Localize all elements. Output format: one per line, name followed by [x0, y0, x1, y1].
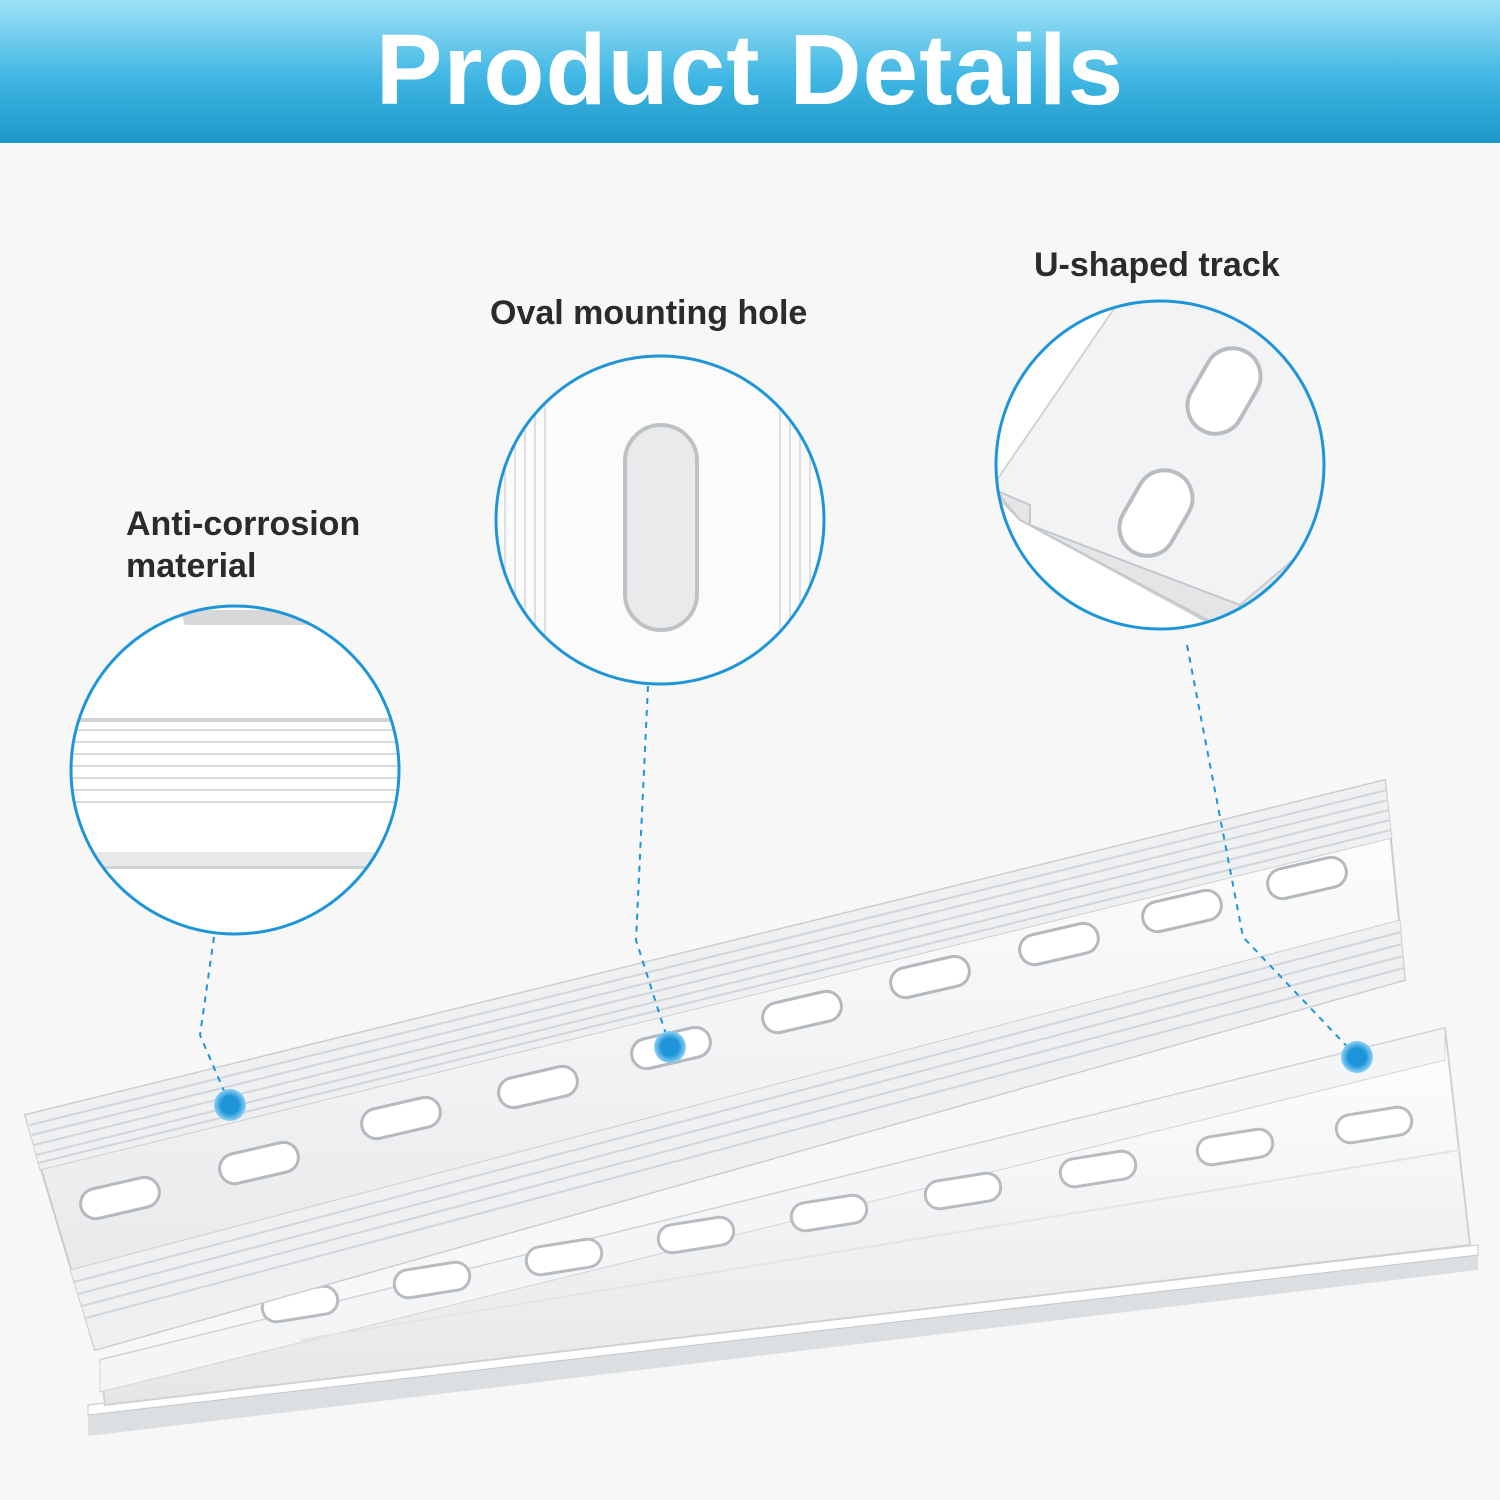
callout-label-anti-corrosion: Anti-corrosion material — [126, 505, 361, 585]
oval-hole-closeup-icon — [494, 354, 826, 686]
callout-dot-oval-hole — [654, 1031, 686, 1063]
page-title: Product Details — [375, 13, 1125, 126]
din-rail-lower — [87, 1026, 1479, 1436]
din-rail-upper — [23, 778, 1407, 1352]
callout-label-oval-hole: Oval mounting hole — [490, 294, 808, 332]
ribbed-surface-closeup-icon — [69, 604, 401, 936]
u-track-closeup-icon — [994, 299, 1326, 631]
callout-leaders — [198, 644, 1358, 1106]
header-banner: Product Details — [0, 0, 1500, 143]
callout-label-u-track: U-shaped track — [1034, 246, 1280, 284]
callout-dot-u-track — [1341, 1041, 1373, 1073]
callout-dot-anti-corrosion — [214, 1089, 246, 1121]
